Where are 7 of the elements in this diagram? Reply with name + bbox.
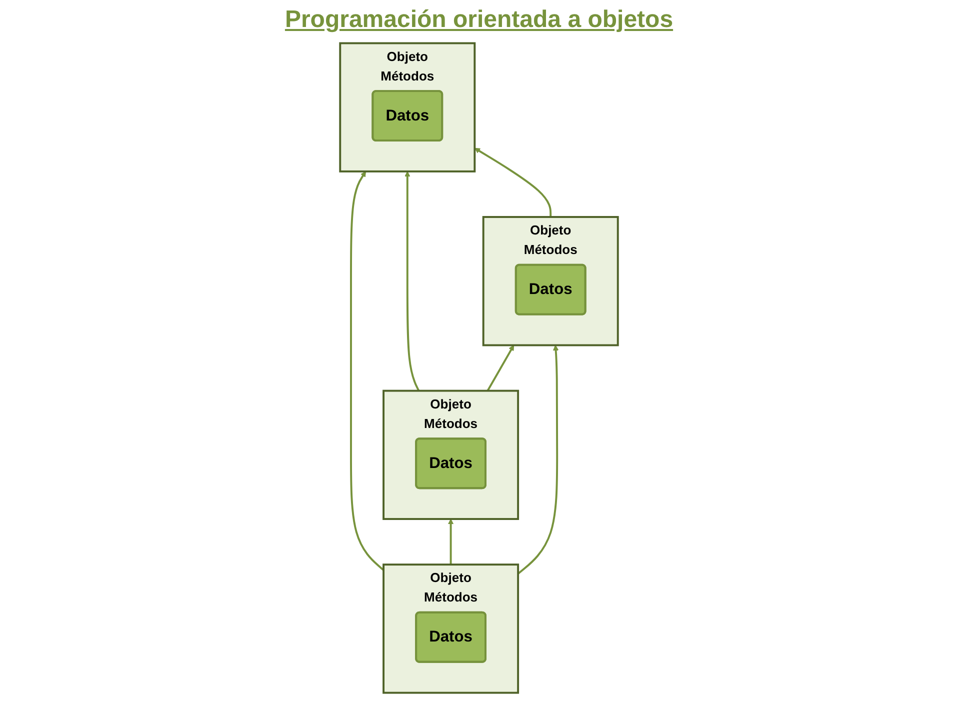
arrow — [448, 518, 454, 565]
arrow — [486, 344, 514, 392]
diagram-title: Programación orientada a objetos — [284, 6, 674, 34]
arrow — [474, 148, 552, 217]
arrow — [404, 171, 420, 392]
arrow — [350, 171, 384, 571]
arrow — [517, 344, 559, 574]
